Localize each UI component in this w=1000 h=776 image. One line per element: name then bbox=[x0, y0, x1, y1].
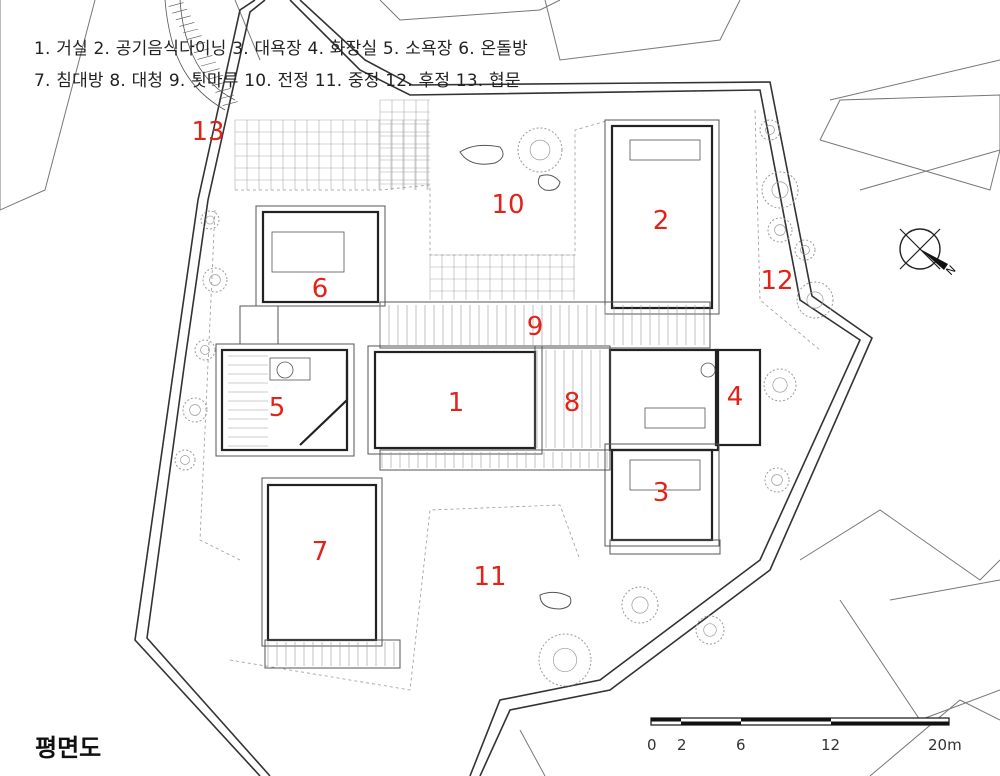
scale-tick-12: 12 bbox=[821, 736, 841, 754]
scale-bar bbox=[650, 717, 950, 726]
gate-stairs bbox=[164, 0, 238, 111]
room-label-4: 4 bbox=[726, 382, 744, 412]
scale-tick-20m: 20m bbox=[928, 736, 962, 754]
building-walls bbox=[220, 124, 762, 642]
room-label-2: 2 bbox=[652, 206, 670, 236]
room-label-6: 6 bbox=[311, 274, 329, 304]
legend-line-2: 7. 침대방 8. 대청 9. 툇마루 10. 전정 11. 중정 12. 후정… bbox=[34, 71, 521, 91]
floor-boards bbox=[228, 305, 705, 666]
paving-grid bbox=[234, 99, 575, 300]
room-label-1: 1 bbox=[447, 388, 465, 418]
scale-tick-2: 2 bbox=[677, 736, 687, 754]
building-inner-lines bbox=[215, 119, 721, 669]
legend-line-1: 1. 거실 2. 공기음식다이닝 3. 대욕장 4. 화장실 5. 소욕장 6.… bbox=[34, 39, 528, 59]
scale-tick-0: 0 bbox=[647, 736, 657, 754]
room-label-9: 9 bbox=[526, 312, 544, 342]
room-label-7: 7 bbox=[311, 537, 329, 567]
room-label-11: 11 bbox=[473, 562, 507, 592]
rocks bbox=[459, 144, 572, 610]
furniture bbox=[269, 139, 716, 491]
outdoor-outline bbox=[199, 109, 821, 691]
room-label-3: 3 bbox=[652, 478, 670, 508]
trees bbox=[174, 119, 834, 687]
scale-tick-6: 6 bbox=[736, 736, 746, 754]
drawing-title: 평면도 bbox=[35, 734, 102, 762]
room-label-10: 10 bbox=[491, 190, 525, 220]
site-boundary bbox=[134, 0, 873, 776]
north-arrow bbox=[899, 228, 948, 270]
room-label-8: 8 bbox=[563, 388, 581, 418]
room-label-13: 13 bbox=[191, 117, 225, 147]
room-label-12: 12 bbox=[760, 266, 794, 296]
room-label-5: 5 bbox=[268, 393, 286, 423]
